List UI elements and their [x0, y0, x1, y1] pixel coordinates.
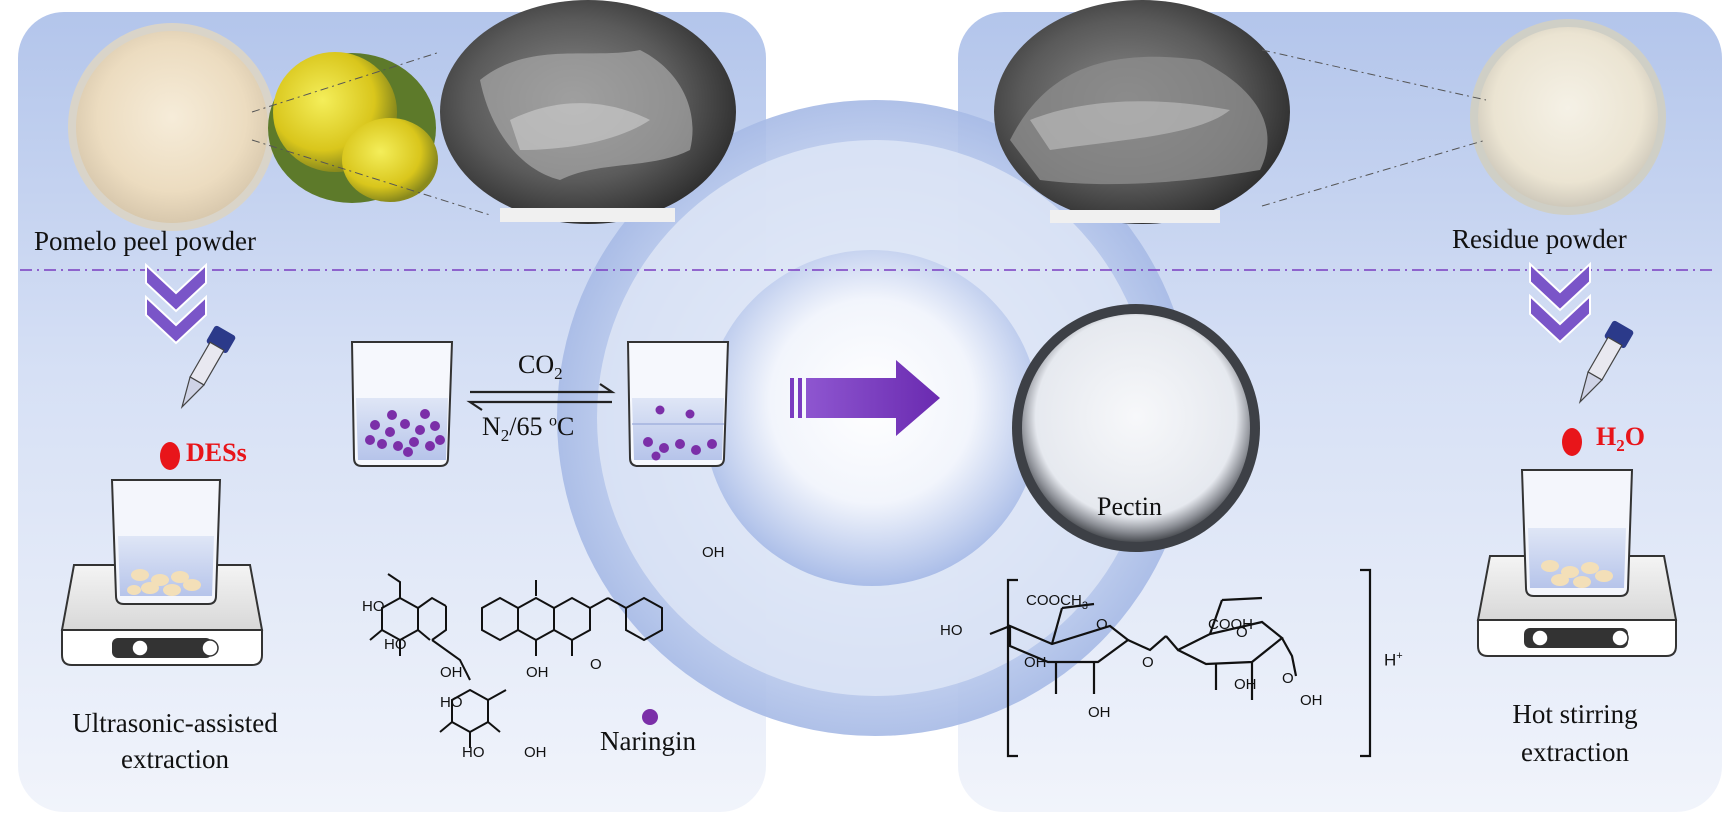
pectin-label: Pectin [1097, 492, 1162, 521]
naringin-dot [642, 709, 658, 725]
dropper-icon-right [1562, 320, 1634, 456]
naringin-atom-oh: OH [702, 544, 725, 561]
beaker-on-stirrer-left [60, 479, 264, 666]
pectin-atom-oh: OH [1300, 692, 1323, 709]
naringin-atom-oh: OH [526, 664, 549, 681]
chevron-down-icon-right [1529, 261, 1591, 344]
ultrasonic-extraction-label: Ultrasonic-assisted extraction [72, 708, 278, 774]
zoom-line-left-bottom [251, 139, 491, 216]
water-solvent-label: H2O [1596, 422, 1645, 456]
naringin-atom-ho: HO [440, 694, 463, 711]
naringin-atom-ho: HO [384, 636, 407, 653]
pectin-dish [1012, 304, 1260, 552]
pectin-ring-o: O [1236, 624, 1248, 641]
pectin-ring-o: O [1096, 616, 1108, 633]
pectin-structure [989, 568, 1372, 758]
beaker-naringin-dispersed [350, 341, 454, 467]
pectin-ester-group: COOCH3 [1026, 592, 1088, 612]
naringin-atom-o: O [590, 656, 602, 673]
sem-image-right [994, 0, 1290, 224]
pectin-atom-ho: HO [940, 622, 963, 639]
process-arrow-icon [790, 360, 940, 436]
pectin-charge: H+ [1384, 650, 1403, 670]
hot-stirring-extraction-label: Hot stirring extraction [1512, 699, 1638, 767]
residue-powder-dish [1470, 19, 1666, 215]
pectin-link-o: O [1142, 654, 1154, 671]
zoom-line-left-top [251, 51, 441, 113]
beaker-on-stirrer-right [1476, 469, 1678, 657]
n2-temperature-label: N2/65 oC [482, 412, 575, 446]
pectin-acid-group: COOH [1208, 616, 1253, 633]
naringin-label: Naringin [600, 726, 696, 756]
chevron-down-icon-left [145, 262, 207, 345]
pectin-atom-oh: OH [1234, 676, 1257, 693]
pectin-atom-oh: OH [1024, 654, 1047, 671]
dropper-icon-left [160, 325, 236, 470]
residue-powder-label: Residue powder [1452, 224, 1627, 254]
pectin-end-o: O [1282, 670, 1294, 687]
pomelo-fruit-image [268, 52, 438, 203]
des-solvent-label: DESs [186, 438, 247, 467]
beaker-naringin-precipitated [626, 341, 730, 467]
naringin-atom-oh: OH [440, 664, 463, 681]
equilibrium-arrows [466, 383, 616, 411]
sem-image-left [440, 0, 736, 224]
naringin-atom-ho: HO [462, 744, 485, 761]
naringin-atom-oh: OH [524, 744, 547, 761]
pomelo-powder-dish [68, 23, 276, 231]
pomelo-peel-powder-label: Pomelo peel powder [34, 226, 256, 256]
pectin-atom-oh: OH [1088, 704, 1111, 721]
naringin-atom-ho: HO [362, 598, 385, 615]
naringin-structure [369, 573, 663, 748]
co2-label: CO2 [518, 350, 563, 384]
zoom-line-right-bottom [1261, 139, 1487, 207]
zoom-line-right-top [1261, 49, 1487, 101]
